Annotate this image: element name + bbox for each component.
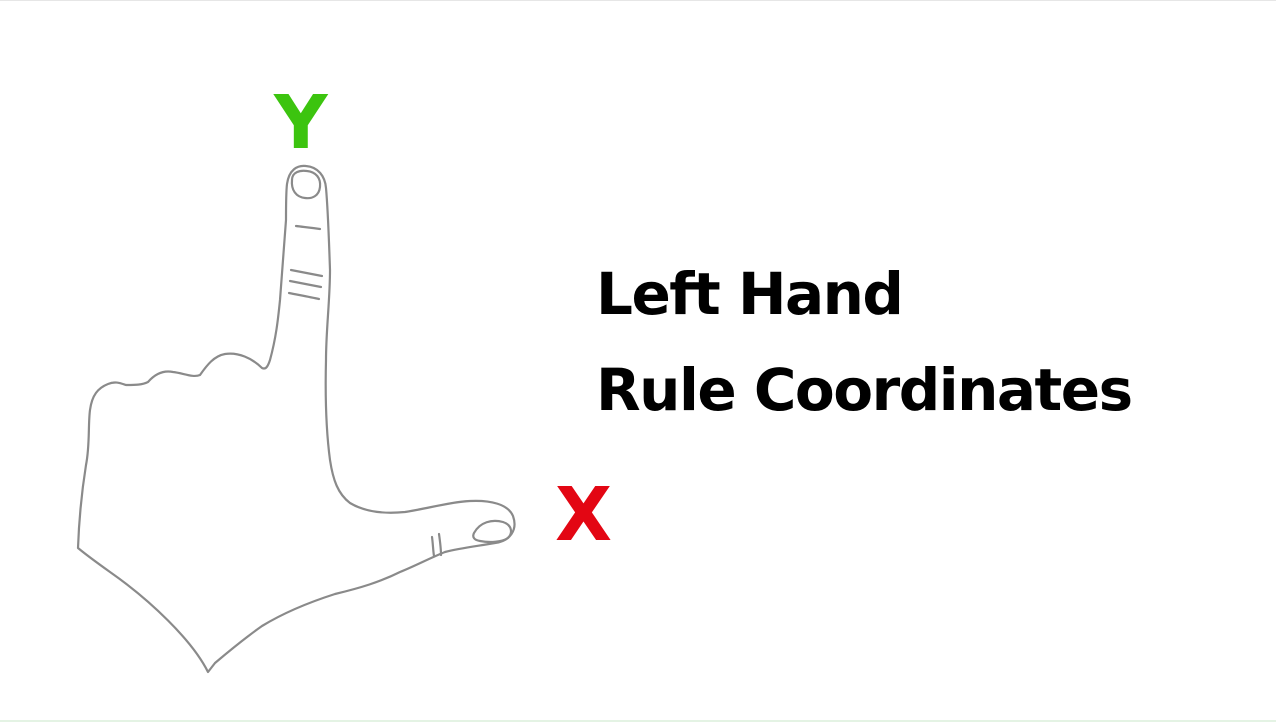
thumb-crease-1 <box>430 535 436 558</box>
bottom-divider <box>0 720 1276 722</box>
y-axis-label: Y <box>274 80 328 166</box>
index-crease-2 <box>289 268 324 278</box>
index-crease-1 <box>294 224 322 231</box>
index-crease-3 <box>288 279 323 289</box>
title-line-2: Rule Coordinates <box>596 356 1133 424</box>
x-axis-label: X <box>555 472 612 558</box>
y-fingernail <box>290 169 322 200</box>
thumb-crease-2 <box>437 532 443 557</box>
index-crease-4 <box>287 291 321 301</box>
top-divider <box>0 0 1276 1</box>
x-thumbnail <box>472 519 513 544</box>
slide-title: Left Hand Rule Coordinates <box>596 246 1133 438</box>
title-line-1: Left Hand <box>596 260 904 328</box>
hand-outline <box>76 164 516 674</box>
